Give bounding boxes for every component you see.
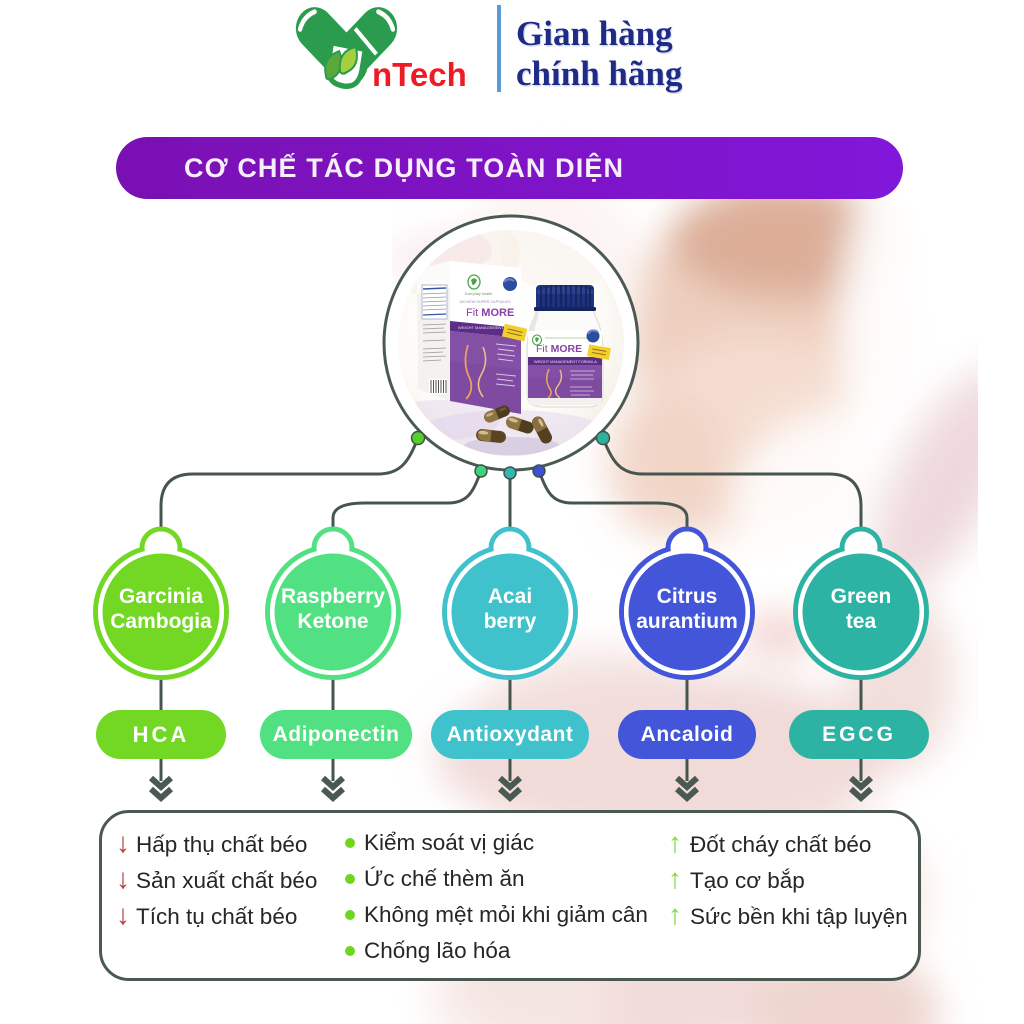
- svg-text:Everyday health: Everyday health: [465, 292, 492, 296]
- svg-text:100 NEW SUPER CAPSULES: 100 NEW SUPER CAPSULES: [459, 300, 511, 304]
- svg-text:Fit MORE: Fit MORE: [536, 343, 582, 355]
- svg-text:Fit MORE: Fit MORE: [466, 307, 514, 319]
- svg-text:60 capsules: 60 capsules: [459, 405, 480, 410]
- svg-text:WEIGHT MANAGEMENT FORMULA: WEIGHT MANAGEMENT FORMULA: [458, 325, 525, 330]
- svg-text:WEIGHT MANAGEMENT FORMULA: WEIGHT MANAGEMENT FORMULA: [534, 360, 597, 364]
